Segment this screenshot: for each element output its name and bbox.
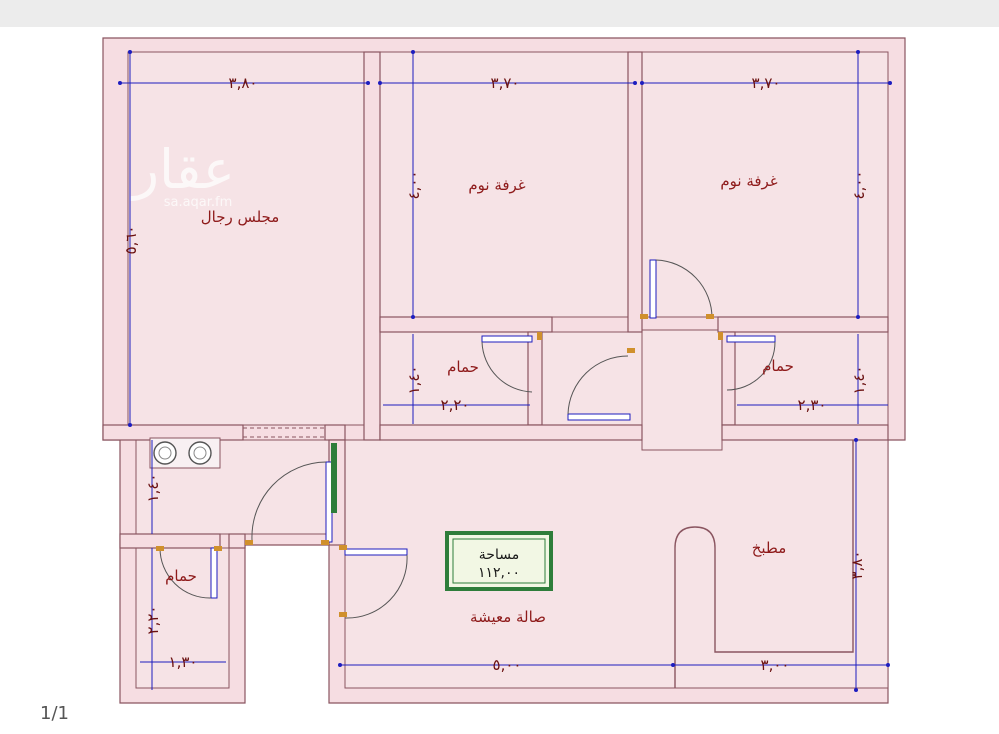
dimension-ticks bbox=[118, 50, 892, 692]
top-bar bbox=[0, 0, 999, 27]
laundry-appliances bbox=[149, 437, 221, 469]
main-entrance-marker bbox=[331, 443, 337, 513]
room-living-kitchen bbox=[344, 439, 889, 689]
dim-bedroom-2-width: ٣,٧٠ bbox=[752, 74, 781, 92]
dim-bedroom-2-length: ٤,٠٠ bbox=[850, 171, 868, 200]
room-bedroom-1 bbox=[379, 51, 629, 318]
dim-kitchen-length: ٣,٨٠ bbox=[848, 551, 866, 580]
label-bathroom-right: حمام bbox=[762, 357, 794, 375]
dim-majlis-length: ٥,٦٠ bbox=[122, 226, 140, 255]
frame-ticks bbox=[156, 314, 723, 617]
dim-bathroom-mid-width: ٢,٢٠ bbox=[441, 396, 470, 414]
room-majlis bbox=[127, 51, 365, 426]
dim-bathroom-mid-length: ١,٤٠ bbox=[405, 366, 423, 395]
area-box-title: مساحة bbox=[479, 547, 519, 563]
area-box-frame bbox=[445, 531, 553, 591]
doors bbox=[159, 259, 776, 619]
page-number: 1/1 bbox=[40, 703, 69, 724]
dim-laundry-length: ١,٤٠ bbox=[144, 474, 162, 503]
label-bedroom-1: غرفة نوم bbox=[468, 176, 525, 194]
label-bathroom-mid: حمام bbox=[447, 358, 479, 376]
area-box-inner bbox=[452, 538, 546, 584]
dim-majlis-width: ٣,٨٠ bbox=[229, 74, 258, 92]
watermark: عقار sa.aqar.fm bbox=[130, 138, 235, 210]
area-box: مساحة ١١٢,٠٠ bbox=[445, 531, 553, 591]
dim-bathroom-right-width: ٢,٣٠ bbox=[798, 396, 827, 414]
dim-kitchen-width: ٣,٠٠ bbox=[761, 656, 790, 674]
label-kitchen: مطبخ bbox=[752, 539, 787, 557]
dimension-lines bbox=[120, 52, 890, 690]
interior-walls bbox=[102, 51, 889, 549]
room-bedroom-2 bbox=[641, 51, 889, 318]
label-majlis: مجلس رجال bbox=[201, 208, 280, 226]
label-bathroom-left: حمام bbox=[165, 567, 197, 585]
dim-living-width: ٥,٠٠ bbox=[493, 656, 522, 674]
dim-bathroom-left-length: ٢,٢٠ bbox=[144, 606, 162, 635]
dim-bedroom-1-width: ٣,٧٠ bbox=[491, 74, 520, 92]
room-corridor-link bbox=[641, 329, 723, 451]
dim-bathroom-left-width: ١,٣٠ bbox=[169, 653, 198, 671]
label-living: صالة معيشة bbox=[470, 608, 546, 626]
dim-bedroom-1-length: ٤,٠٠ bbox=[405, 171, 423, 200]
label-bedroom-2: غرفة نوم bbox=[720, 172, 777, 190]
watermark-brand: عقار bbox=[130, 138, 235, 201]
watermark-url: sa.aqar.fm bbox=[164, 195, 233, 210]
kitchen-counter bbox=[674, 440, 854, 688]
dim-bathroom-right-length: ١,٤٠ bbox=[850, 366, 868, 395]
area-box-value: ١١٢,٠٠ bbox=[478, 565, 520, 581]
